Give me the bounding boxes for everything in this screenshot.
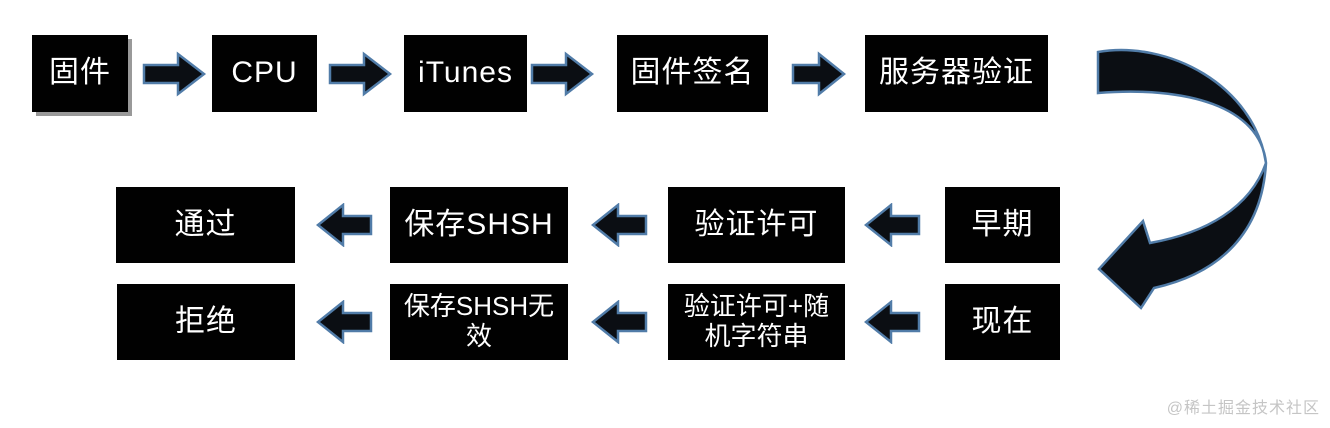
left-arrow-icon bbox=[591, 300, 648, 344]
flow-box-label: 固件签名 bbox=[630, 56, 755, 90]
flow-box-label: 拒绝 bbox=[175, 304, 237, 338]
flow-box-label: 保存SHSH无 效 bbox=[403, 291, 555, 351]
flow-box-itunes: iTunes bbox=[404, 35, 527, 112]
left-arrow-icon bbox=[316, 203, 373, 247]
left-arrow-icon bbox=[591, 203, 648, 247]
flow-box-label: iTunes bbox=[418, 56, 513, 90]
flow-box-server-verification: 服务器验证 bbox=[865, 35, 1048, 112]
flow-box-label: 服务器验证 bbox=[879, 56, 1034, 90]
flow-box-verify-permit-random-string: 验证许可+随 机字符串 bbox=[668, 284, 845, 360]
flow-box-label: 固件 bbox=[49, 56, 111, 90]
left-arrow-icon bbox=[864, 300, 921, 344]
flow-box-cpu: CPU bbox=[212, 35, 317, 112]
left-arrow-icon bbox=[316, 300, 373, 344]
flow-box-reject: 拒绝 bbox=[117, 284, 295, 360]
flow-box-save-shsh-invalid: 保存SHSH无 效 bbox=[390, 284, 568, 360]
right-arrow-icon bbox=[791, 51, 846, 97]
flow-box-label: 早期 bbox=[971, 207, 1034, 241]
flow-box-pass: 通过 bbox=[116, 187, 295, 263]
curved-u-turn-arrow-icon bbox=[1096, 48, 1268, 310]
flow-box-now: 现在 bbox=[945, 284, 1060, 360]
right-arrow-icon bbox=[142, 51, 207, 97]
flow-box-firmware: 固件 bbox=[32, 35, 128, 112]
flow-box-verify-permit: 验证许可 bbox=[668, 187, 845, 263]
flow-box-save-shsh: 保存SHSH bbox=[390, 187, 568, 263]
flow-box-firmware-signature: 固件签名 bbox=[617, 35, 768, 112]
watermark-text: @稀土掘金技术社区 bbox=[1166, 400, 1320, 417]
flow-box-label: 现在 bbox=[971, 304, 1034, 338]
flow-box-label: 验证许可 bbox=[694, 207, 819, 241]
flow-box-label: 通过 bbox=[174, 207, 237, 241]
flow-box-label: CPU bbox=[231, 56, 298, 90]
left-arrow-icon bbox=[864, 203, 921, 247]
right-arrow-icon bbox=[328, 51, 393, 97]
flow-box-label: 验证许可+随 机字符串 bbox=[683, 291, 830, 351]
flow-box-label: 保存SHSH bbox=[404, 207, 554, 241]
right-arrow-icon bbox=[530, 51, 595, 97]
flow-box-early-era: 早期 bbox=[945, 187, 1060, 263]
